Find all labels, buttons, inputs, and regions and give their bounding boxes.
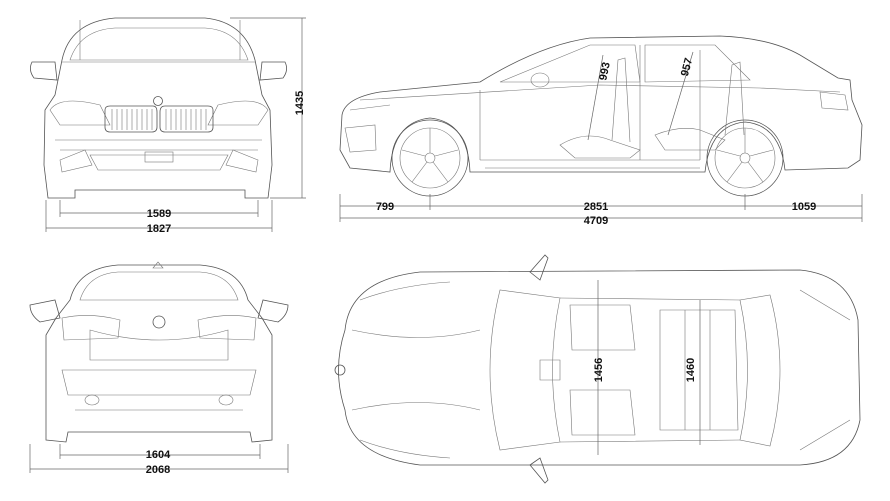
- front-view: [30, 17, 287, 199]
- side-dimensions: [339, 194, 863, 222]
- front-width-label: 1827: [147, 223, 171, 235]
- rear-headroom-label: 957: [679, 57, 695, 78]
- width-with-mirrors-label: 2068: [146, 464, 170, 476]
- front-dimensions: [45, 17, 306, 232]
- bmw-roundel-icon: [334, 364, 346, 376]
- wheelbase-label: 2851: [584, 201, 608, 213]
- front-shoulder-width-label: 1456: [593, 358, 605, 382]
- height-label: 1435: [294, 91, 306, 115]
- top-view: [334, 254, 861, 484]
- rear-view: [29, 261, 289, 443]
- front-overhang-label: 799: [376, 201, 394, 213]
- bmw-roundel-icon: [152, 315, 166, 329]
- front-headroom-label: 993: [597, 61, 613, 81]
- rear-track-label: 1604: [146, 449, 171, 461]
- rear-dimensions: [29, 444, 289, 473]
- side-view: [339, 35, 863, 197]
- front-track-label: 1589: [147, 208, 171, 220]
- rear-shoulder-width-label: 1460: [685, 358, 697, 382]
- bmw-roundel-icon: [153, 96, 163, 106]
- rear-overhang-label: 1059: [792, 201, 816, 213]
- length-label: 4709: [584, 215, 608, 227]
